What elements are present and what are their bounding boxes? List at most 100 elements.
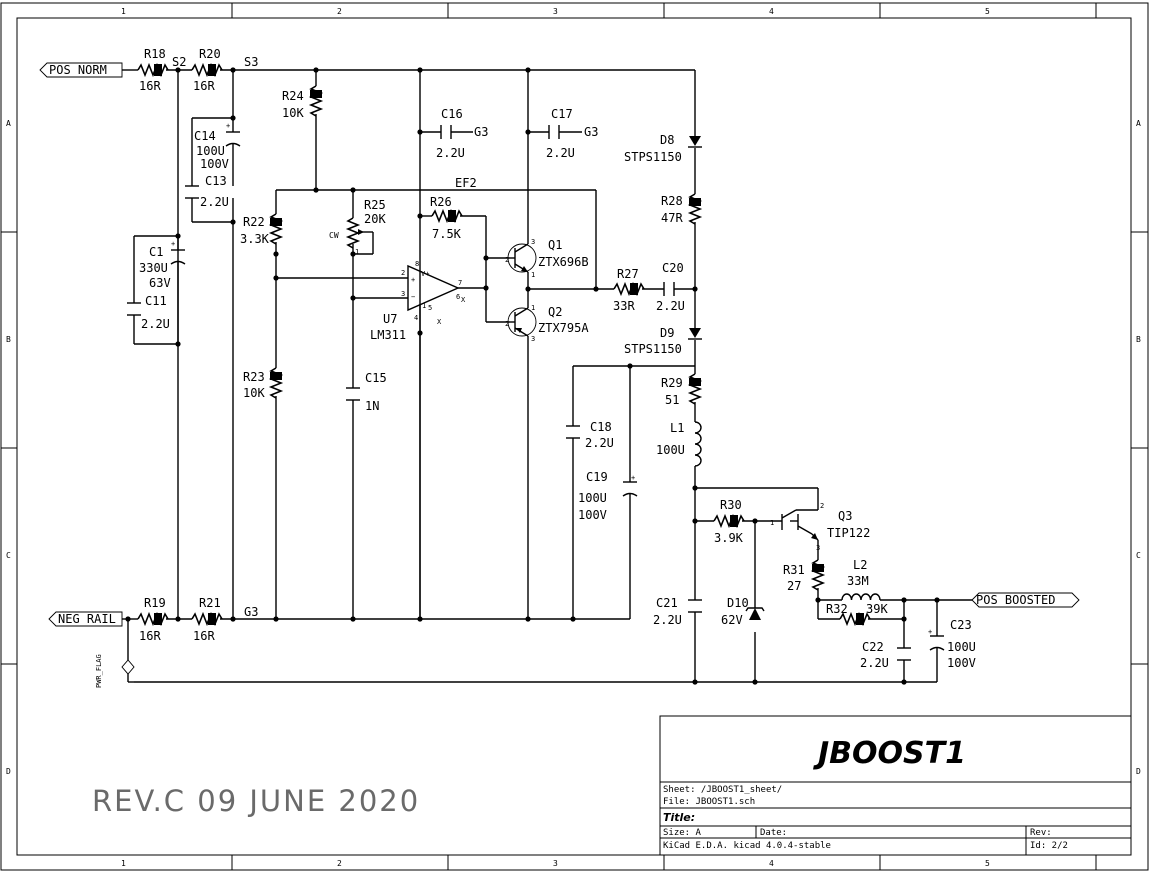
capacitor-c11: C11 2.2U	[127, 294, 170, 331]
svg-text:C15: C15	[365, 371, 387, 385]
col-label-bottom: 5	[985, 859, 990, 868]
svg-text:+: +	[171, 240, 175, 248]
net-label-s2: S2	[172, 55, 186, 69]
svg-text:1: 1	[770, 519, 774, 527]
svg-text:1N: 1N	[365, 399, 379, 413]
col-label-top: 1	[121, 7, 126, 16]
row-label-left: A	[6, 119, 11, 128]
capacitor-c1: + C1 330U 63V	[139, 240, 186, 344]
svg-text:X: X	[461, 296, 466, 304]
resistor-r23: R23 10K	[243, 367, 284, 400]
junctions	[125, 67, 940, 685]
pos-norm-label: POS_NORM	[39, 62, 123, 78]
svg-text:16R: 16R	[193, 629, 215, 643]
svg-text:7: 7	[458, 279, 462, 287]
resistor-r18: R18 16R	[137, 47, 169, 93]
svg-text:+: +	[928, 628, 932, 636]
resistor-r21: R21 16R	[191, 596, 223, 643]
svg-text:R19: R19	[144, 596, 166, 610]
title-block-id: Id: 2/2	[1030, 841, 1068, 851]
svg-text:D10: D10	[727, 596, 749, 610]
zener-d10: D10 62V	[721, 596, 765, 627]
col-label-top: 2	[337, 7, 342, 16]
col-label-bottom: 2	[337, 859, 342, 868]
svg-text:16R: 16R	[139, 629, 161, 643]
resistor-r26: R26 7.5K	[430, 195, 463, 241]
svg-text:C13: C13	[205, 174, 227, 188]
title-block-file: File: JBOOST1.sch	[663, 797, 755, 807]
svg-text:R23: R23	[243, 370, 265, 384]
resistor-r31: R31 27	[783, 559, 826, 593]
net-label-g3: G3	[474, 125, 488, 139]
svg-text:D8: D8	[660, 133, 674, 147]
svg-text:3.3K: 3.3K	[240, 232, 270, 246]
svg-text:R21: R21	[199, 596, 221, 610]
svg-text:100V: 100V	[947, 656, 976, 670]
svg-text:R26: R26	[430, 195, 452, 209]
inductor-l2: L2 33M	[841, 558, 881, 601]
svg-text:C18: C18	[590, 420, 612, 434]
svg-text:2: 2	[505, 320, 509, 328]
svg-text:1: 1	[531, 304, 535, 312]
svg-text:4: 4	[414, 314, 418, 322]
capacitor-c14: + C14 100U 100V	[194, 122, 241, 171]
svg-text:10K: 10K	[243, 386, 265, 400]
row-label-left: C	[6, 551, 11, 560]
resistor-r22: R22 3.3K	[240, 213, 284, 246]
svg-text:POS_NORM: POS_NORM	[49, 63, 107, 77]
svg-text:R31: R31	[783, 563, 805, 577]
inductor-l1: L1 100U	[656, 421, 702, 467]
title-block-rev: Rev:	[1030, 828, 1052, 838]
svg-text:R25: R25	[364, 198, 386, 212]
svg-text:3: 3	[531, 238, 535, 246]
row-label-right: B	[1136, 335, 1141, 344]
svg-text:2: 2	[820, 502, 824, 510]
svg-text:3.9K: 3.9K	[714, 531, 744, 545]
svg-text:16R: 16R	[193, 79, 215, 93]
resistor-r19: R19 16R	[137, 596, 169, 643]
svg-text:2.2U: 2.2U	[653, 613, 682, 627]
svg-text:20K: 20K	[364, 212, 386, 226]
svg-text:33M: 33M	[847, 574, 869, 588]
resistor-r32: R32 39K	[826, 602, 888, 627]
svg-text:NEG_RAIL: NEG_RAIL	[58, 612, 116, 626]
svg-text:+: +	[411, 276, 415, 284]
net-label-g3: G3	[584, 125, 598, 139]
capacitor-c15: C15 1N	[346, 371, 387, 413]
svg-text:ZTX795A: ZTX795A	[538, 321, 589, 335]
pwr-flag: PWR_FLAG	[95, 654, 135, 688]
diode-d8: D8 STPS1150	[624, 133, 702, 164]
svg-text:R32: R32	[826, 602, 848, 616]
net-label-s3: S3	[244, 55, 258, 69]
svg-text:1: 1	[422, 302, 426, 310]
svg-text:Q1: Q1	[548, 238, 562, 252]
net-label-g3: G3	[244, 605, 258, 619]
capacitor-c22: C22 2.2U	[860, 640, 911, 670]
svg-text:27: 27	[787, 579, 801, 593]
potentiometer-r25: R25 20K CW 1	[329, 198, 386, 256]
pos-boosted-label: POS_BOOSTED	[971, 592, 1080, 608]
svg-text:16R: 16R	[139, 79, 161, 93]
svg-text:2.2U: 2.2U	[436, 146, 465, 160]
capacitor-c19: + C19 100U 100V	[578, 470, 638, 522]
svg-text:STPS1150: STPS1150	[624, 342, 682, 356]
svg-text:R30: R30	[720, 498, 742, 512]
capacitor-c18: C18 2.2U	[566, 420, 614, 450]
resistor-r28: R28 47R	[661, 193, 703, 225]
svg-text:1: 1	[531, 271, 535, 279]
svg-text:2.2U: 2.2U	[200, 195, 229, 209]
svg-text:100U: 100U	[196, 144, 225, 158]
svg-text:33R: 33R	[613, 299, 635, 313]
svg-text:POS_BOOSTED: POS_BOOSTED	[976, 593, 1055, 607]
svg-text:L2: L2	[853, 558, 867, 572]
resistor-r27: R27 33R	[613, 267, 645, 313]
svg-text:5: 5	[428, 304, 432, 312]
svg-text:D9: D9	[660, 326, 674, 340]
capacitor-c13: C13 2.2U	[185, 174, 229, 209]
row-label-right: D	[1136, 767, 1141, 776]
transistor-q3: 1 2 3 Q3 TIP122	[770, 502, 870, 552]
svg-text:R24: R24	[282, 89, 304, 103]
svg-text:R28: R28	[661, 194, 683, 208]
title-block-date: Date:	[760, 828, 787, 838]
